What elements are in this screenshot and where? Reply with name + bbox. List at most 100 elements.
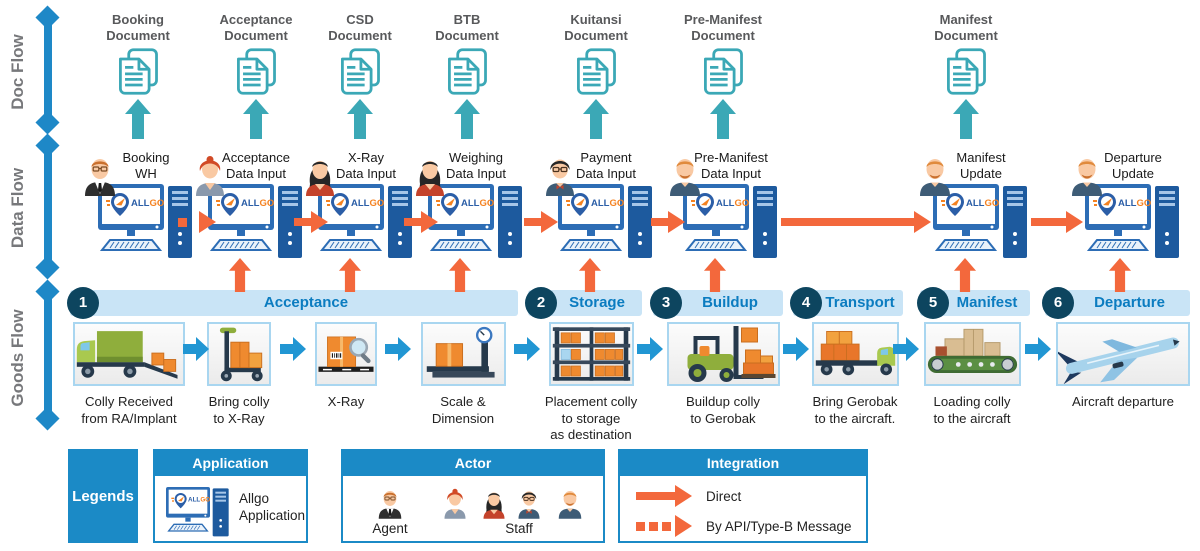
xray-inspection-icon — [317, 324, 375, 384]
right-arrow-icon — [637, 336, 663, 362]
document-icon — [571, 47, 621, 97]
doc-title: CSD Document — [328, 12, 392, 43]
dashed-arrow-api — [636, 515, 692, 537]
up-arrow-icon — [575, 258, 605, 292]
goods-step-storage — [549, 322, 634, 386]
cargo-truck-icon — [814, 324, 897, 384]
direct-arrow — [404, 211, 438, 233]
direct-arrow — [636, 485, 692, 507]
stage-departure: 6 Departure — [1042, 287, 1190, 319]
goods-step-xray — [315, 322, 377, 386]
staff-redhead-avatar-icon — [440, 487, 470, 519]
direct-arrow — [1031, 211, 1083, 233]
airplane-icon — [1058, 324, 1188, 384]
legends-title-box: Legends — [68, 449, 138, 543]
hand-trolley-icon — [209, 324, 269, 384]
staff-mustache-avatar-icon — [665, 154, 705, 196]
legend-actor-box: Actor Agent Staff — [341, 449, 605, 543]
stage-label: Transport — [825, 294, 895, 311]
direct-arrow-long — [781, 211, 931, 233]
rail-diamond — [35, 255, 60, 280]
doc-flow-rail-label: Doc Flow — [8, 34, 27, 110]
storage-rack-icon — [551, 324, 632, 384]
doc-column-manifest: Manifest Document — [911, 12, 1021, 139]
up-arrow-icon — [700, 258, 730, 292]
legend-actor-header: Actor — [343, 451, 603, 476]
stage-number: 6 — [1042, 287, 1074, 319]
doc-title: Kuitansi Document — [564, 12, 628, 43]
station-label: Pre-Manifest Data Input — [694, 150, 768, 181]
up-arrow-icon — [583, 99, 609, 139]
stage-buildup: 3 Buildup — [650, 287, 783, 319]
station-label: Departure Update — [1104, 150, 1162, 181]
stage-acceptance: 1 Acceptance — [67, 287, 518, 319]
doc-title: Manifest Document — [934, 12, 998, 43]
station-departure-update: Departure Update — [1085, 150, 1181, 264]
stage-label: Departure — [1094, 294, 1165, 311]
goods-caption: Bring colly to X-Ray — [208, 394, 270, 426]
legend-direct-label: Direct — [706, 489, 742, 504]
document-icon — [698, 47, 748, 97]
goods-flow-rail-line — [44, 290, 52, 416]
direct-arrow — [651, 211, 685, 233]
direct-arrow — [294, 211, 328, 233]
goods-caption: X-Ray — [327, 394, 365, 409]
doc-column-acceptance: Acceptance Document — [201, 12, 311, 139]
direct-arrow — [524, 211, 558, 233]
goods-caption: Placement colly to storage as destinatio… — [544, 394, 638, 442]
goods-caption: Scale & Dimension — [431, 394, 495, 426]
stage-storage: 2 Storage — [525, 287, 642, 319]
up-arrow-icon — [454, 99, 480, 139]
doc-column-btb: BTB Document — [412, 12, 522, 139]
doc-column-pre-manifest: Pre-Manifest Document — [668, 12, 778, 139]
staff-mustache-avatar-icon — [1067, 154, 1107, 196]
stage-transport: 4 Transport — [790, 287, 903, 319]
goods-caption: Aircraft departure — [1072, 394, 1174, 409]
agent-avatar-icon — [375, 487, 405, 519]
goods-caption: Loading colly to the aircraft — [933, 394, 1011, 426]
stage-number: 4 — [790, 287, 822, 319]
stage-label: Acceptance — [263, 294, 349, 311]
station-pre-manifest: Pre-Manifest Data Input — [683, 150, 779, 264]
goods-step-colly-received — [73, 322, 185, 386]
data-flow-rail-line — [44, 144, 52, 266]
doc-title: Acceptance Document — [219, 12, 293, 43]
goods-step-buildup — [667, 322, 780, 386]
dashed-arrow-api — [178, 211, 216, 233]
legend-api-label: By API/Type-B Message — [706, 519, 852, 534]
goods-step-departure — [1056, 322, 1190, 386]
forklift-icon — [669, 324, 778, 384]
conveyor-belt-icon — [926, 324, 1019, 384]
staff-longhair-avatar-icon — [300, 154, 340, 196]
up-arrow-icon — [347, 99, 373, 139]
staff-redhead-avatar-icon — [190, 154, 230, 196]
legend-agent-label: Agent — [372, 521, 408, 536]
goods-caption: Buildup colly to Gerobak — [685, 394, 761, 426]
legends-title: Legends — [72, 487, 134, 505]
station-label: Acceptance Data Input — [222, 150, 290, 181]
staff-glasses-avatar-icon — [540, 154, 580, 196]
agent-avatar-icon — [80, 154, 120, 196]
station-label: Payment Data Input — [576, 150, 636, 181]
allgo-computer-icon — [165, 487, 231, 539]
doc-column-csd: CSD Document — [305, 12, 415, 139]
up-arrow-icon — [445, 258, 475, 292]
up-arrow-icon — [225, 258, 255, 292]
legend-integration-header: Integration — [620, 451, 866, 476]
rail-diamond — [35, 279, 60, 304]
station-acceptance: Acceptance Data Input — [208, 150, 304, 264]
document-icon — [335, 47, 385, 97]
doc-title: Pre-Manifest Document — [683, 12, 763, 43]
delivery-truck-icon — [75, 324, 183, 384]
up-arrow-icon — [243, 99, 269, 139]
stage-number: 3 — [650, 287, 682, 319]
rail-diamond — [35, 5, 60, 30]
goods-caption: Colly Received from RA/Implant — [81, 394, 177, 426]
document-icon — [231, 47, 281, 97]
document-icon — [442, 47, 492, 97]
up-arrow-icon — [953, 99, 979, 139]
staff-mustache-avatar-icon — [555, 487, 585, 519]
rail-diamond — [35, 110, 60, 135]
legend-application-label: Allgo Application — [239, 491, 306, 523]
